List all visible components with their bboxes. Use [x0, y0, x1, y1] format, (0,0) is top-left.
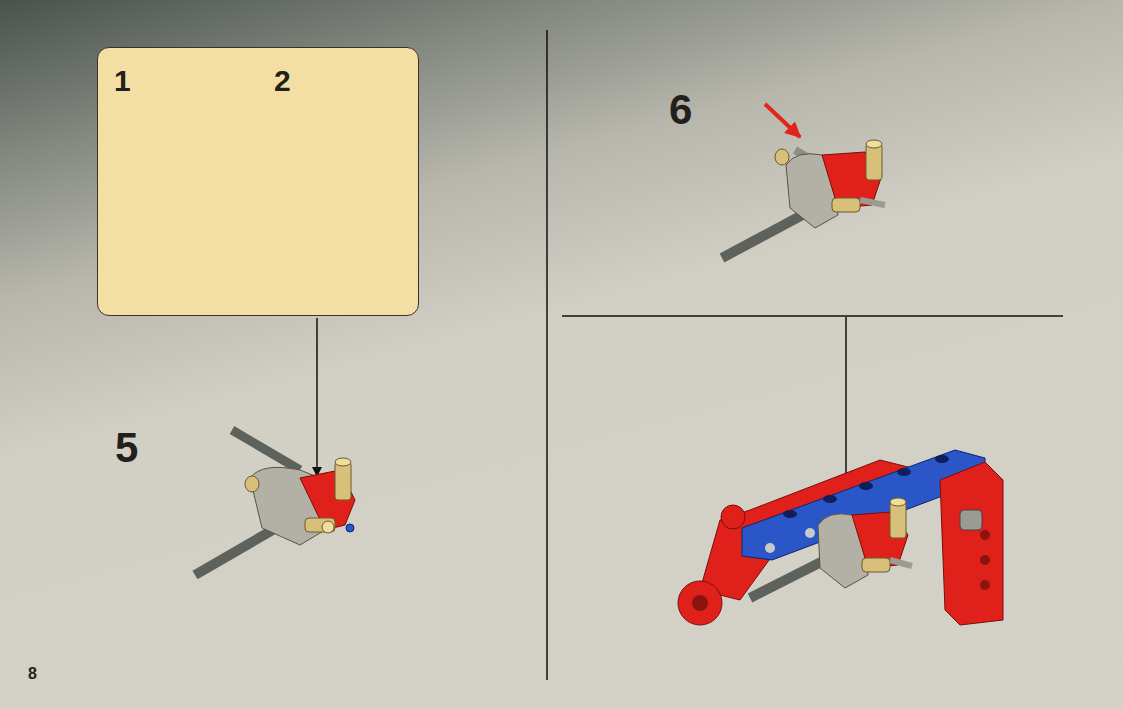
axle	[722, 212, 808, 258]
axle-stub	[890, 560, 912, 566]
beam-hole	[980, 555, 990, 565]
substep-callout-box: 12	[97, 47, 419, 316]
tan-pin-end	[866, 140, 882, 148]
tan-pin	[305, 518, 335, 532]
beam-hole	[980, 530, 990, 540]
tan-pin-end	[890, 498, 906, 506]
step-6-model	[722, 140, 885, 258]
step-number: 6	[669, 89, 692, 131]
liftarm-end	[678, 581, 722, 625]
step-number: 5	[115, 427, 138, 469]
stud	[859, 482, 873, 490]
divider-line	[546, 30, 548, 680]
stud	[897, 468, 911, 476]
axle-stub	[860, 200, 885, 205]
tan-pin	[866, 144, 882, 180]
tan-pin	[862, 558, 890, 572]
tan-pin-end	[245, 476, 259, 492]
red-arrow	[765, 104, 800, 137]
tan-pin	[890, 502, 906, 538]
substep-number: 2	[274, 66, 291, 96]
page-number: 8	[28, 666, 37, 682]
tan-pin	[832, 198, 860, 212]
beam-studs	[783, 455, 949, 518]
axle	[232, 430, 300, 470]
gray-pin	[960, 510, 982, 530]
stud	[783, 510, 797, 518]
tan-pin-end	[335, 458, 351, 466]
divider-line	[562, 315, 1063, 317]
liftarm-end	[721, 505, 745, 529]
beam-hole	[765, 543, 775, 553]
red-beam	[940, 462, 1003, 625]
tan-pin-end	[775, 149, 789, 165]
stud	[935, 455, 949, 463]
step-5-model	[195, 430, 355, 575]
liftarm-hole	[692, 595, 708, 611]
stud	[823, 495, 837, 503]
beam-hole	[805, 528, 815, 538]
beam-hole	[980, 580, 990, 590]
tan-pin	[335, 462, 351, 500]
substep-number: 1	[114, 66, 131, 96]
leader-arrow	[316, 318, 318, 476]
pin-end	[322, 521, 334, 533]
blue-pin-end	[346, 524, 354, 532]
final-model	[678, 450, 1003, 625]
